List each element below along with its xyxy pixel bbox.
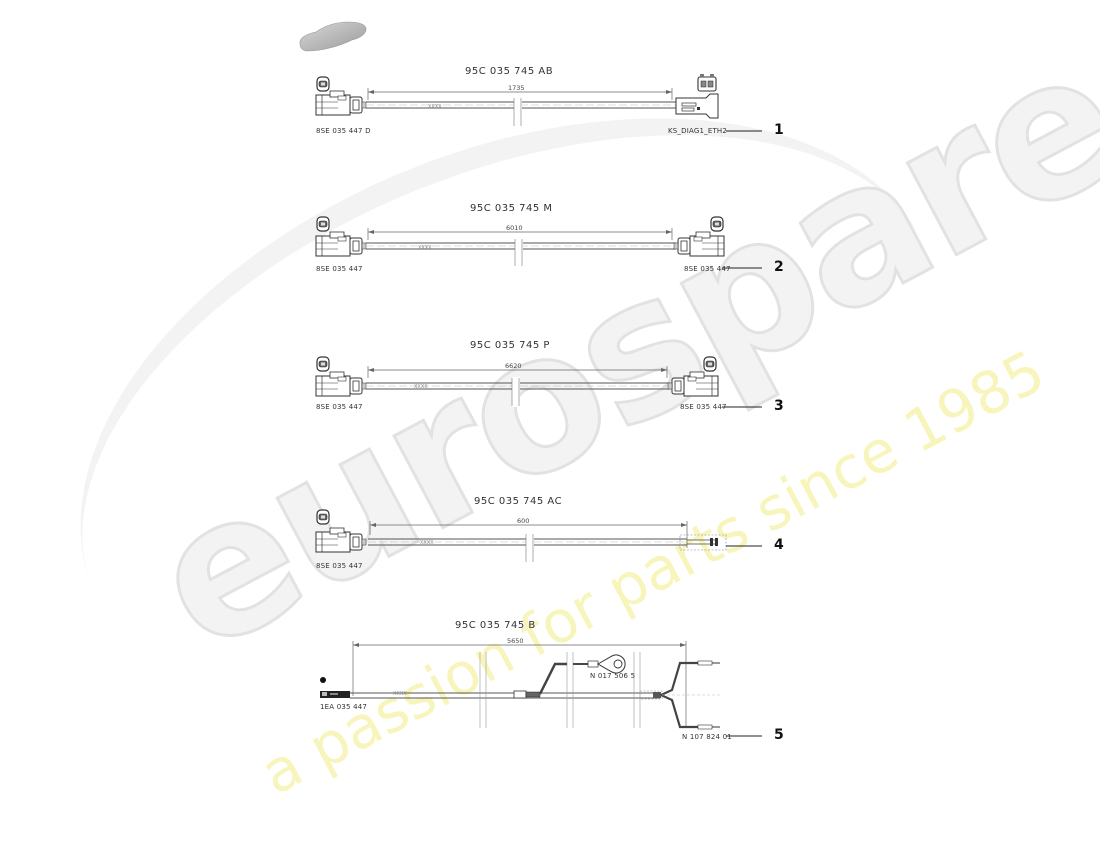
part-3-left-connector: 8SE 035 447 [316, 403, 363, 411]
part-3-cable-marking: XXXX [414, 384, 428, 390]
part-5-index[interactable]: 5 [774, 727, 784, 743]
wiring-diagram [315, 74, 762, 737]
part-2-cable-marking: XXXX [418, 245, 432, 251]
part-3-index[interactable]: 3 [774, 398, 784, 414]
part-2-harness [315, 216, 762, 269]
part-4-length: 600 [517, 517, 530, 525]
part-4-index[interactable]: 4 [774, 537, 784, 553]
car-silhouette-icon [299, 21, 367, 52]
part-5-cable-marking: XXXX [393, 691, 407, 697]
part-2-index[interactable]: 2 [774, 259, 784, 275]
part-4-number: 95C 035 745 AC [474, 496, 563, 507]
part-1-index[interactable]: 1 [774, 122, 784, 138]
part-1-length: 1735 [508, 84, 525, 92]
part-3-number: 95C 035 745 P [470, 340, 550, 351]
part-5-right-connector: N 107 824 01 [682, 733, 732, 741]
part-5-length: 5650 [507, 637, 524, 645]
part-1-harness [315, 74, 762, 132]
part-1-number: 95C 035 745 AB [465, 66, 554, 77]
part-1-cable-marking: XXXX [428, 104, 442, 110]
part-4-harness [315, 509, 762, 563]
part-2-left-connector: 8SE 035 447 [316, 265, 363, 273]
part-2-right-connector: 8SE 035 447 [684, 265, 731, 273]
part-1-left-connector: 8SE 035 447 D [316, 127, 371, 135]
part-4-cable-marking: XXXX [420, 540, 434, 546]
part-2-length: 6010 [506, 224, 523, 232]
part-3-harness [315, 356, 762, 408]
part-1-right-connector: KS_DIAG1_ETH2 [668, 127, 728, 135]
part-5-left-connector: 1EA 035 447 [320, 703, 368, 711]
part-3-right-connector: 8SE 035 447 [680, 403, 727, 411]
part-5-ring-terminal: N 017 506 5 [590, 672, 636, 680]
part-5-number: 95C 035 745 B [455, 620, 536, 631]
part-2-number: 95C 035 745 M [470, 203, 553, 214]
part-5-harness [320, 641, 762, 737]
part-4-left-connector: 8SE 035 447 [316, 562, 363, 570]
part-3-length: 6620 [505, 362, 522, 370]
